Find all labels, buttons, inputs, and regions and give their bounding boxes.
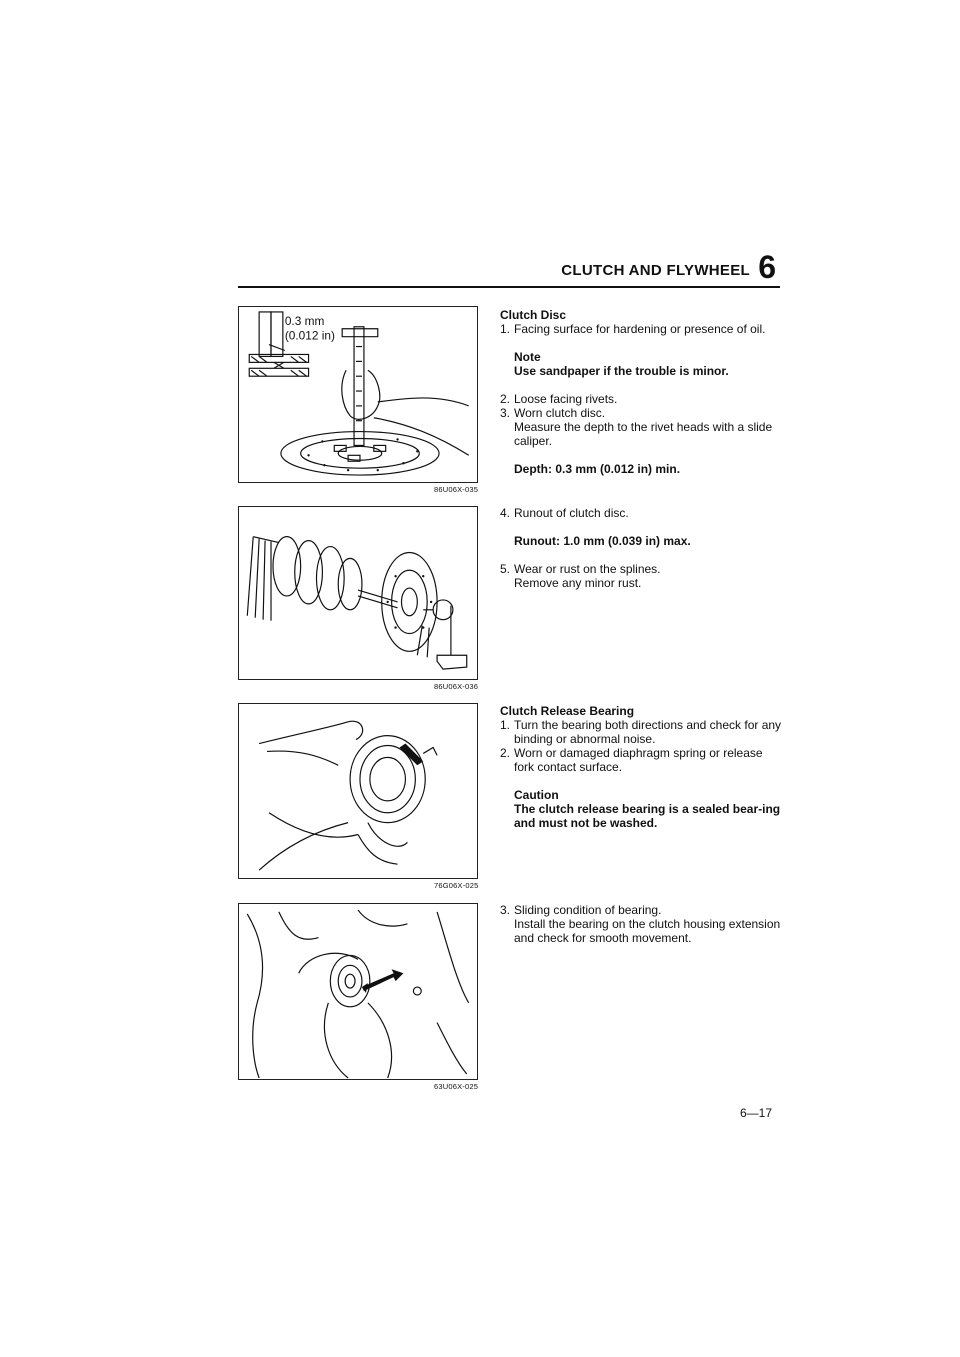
figure-runout-check xyxy=(238,506,478,680)
figure-clutch-disc-depth: 0.3 mm (0.012 in) xyxy=(238,306,478,483)
release-bearing-sliding-section: 3. Sliding condition of bearing. Install… xyxy=(500,903,782,945)
release-bearing-section: Clutch Release Bearing 1. Turn the beari… xyxy=(500,704,782,830)
caution-text: The clutch release bearing is a sealed b… xyxy=(514,802,781,830)
item-detail: Install the bearing on the clutch housin… xyxy=(514,917,781,945)
page-number: 6—17 xyxy=(740,1106,773,1120)
section-heading: Clutch Release Bearing xyxy=(500,704,635,718)
list-item: 1. Facing surface for hardening or prese… xyxy=(500,322,766,336)
runout-illustration xyxy=(246,536,468,670)
figure-code: 86U06X-035 xyxy=(434,485,479,494)
runout-spec: Runout: 1.0 mm (0.039 in) max. xyxy=(514,534,691,548)
figure-code: 76G06X-025 xyxy=(434,881,479,890)
figure-release-bearing xyxy=(238,703,478,879)
measure-mm-label: 0.3 mm xyxy=(285,314,325,328)
page-header: CLUTCH AND FLYWHEEL 6 xyxy=(238,248,780,288)
list-item: 4. Runout of clutch disc. xyxy=(500,506,629,520)
bearing-sliding-illustration xyxy=(246,909,470,1079)
list-item: 1. Turn the bearing both directions and … xyxy=(500,718,782,746)
list-item: 2. Worn or damaged diaphragm spring or r… xyxy=(500,746,763,774)
clutch-disc-runout-section: 4. Runout of clutch disc. Runout: 1.0 mm… xyxy=(500,506,782,590)
section-heading: Clutch Disc xyxy=(500,308,567,322)
list-item: 3. Sliding condition of bearing. xyxy=(500,903,662,917)
measure-in-label: (0.012 in) xyxy=(285,329,335,343)
figure-code: 86U06X-036 xyxy=(434,682,479,691)
section-number: 6 xyxy=(758,249,776,285)
section-title: CLUTCH AND FLYWHEEL xyxy=(561,262,750,279)
depth-spec: Depth: 0.3 mm (0.012 in) min. xyxy=(514,462,681,476)
release-bearing-illustration xyxy=(258,720,438,871)
caliper-illustration: 0.3 mm (0.012 in) xyxy=(248,311,470,476)
note-text: Use sandpaper if the trouble is minor. xyxy=(514,364,729,378)
note-label: Note xyxy=(514,350,541,364)
figure-bearing-sliding xyxy=(238,903,478,1080)
list-item: 2. Loose facing rivets. xyxy=(500,392,618,406)
item-detail: Measure the depth to the rivet heads wit… xyxy=(514,420,773,448)
list-item: 3. Worn clutch disc. xyxy=(500,406,606,420)
item-detail: Remove any minor rust. xyxy=(514,576,642,590)
list-item: 5. Wear or rust on the splines. xyxy=(500,562,661,576)
caution-label: Caution xyxy=(514,788,559,802)
header-rule xyxy=(238,286,780,288)
clutch-disc-section: Clutch Disc 1. Facing surface for harden… xyxy=(500,308,782,476)
figure-code: 63U06X-025 xyxy=(434,1082,479,1091)
